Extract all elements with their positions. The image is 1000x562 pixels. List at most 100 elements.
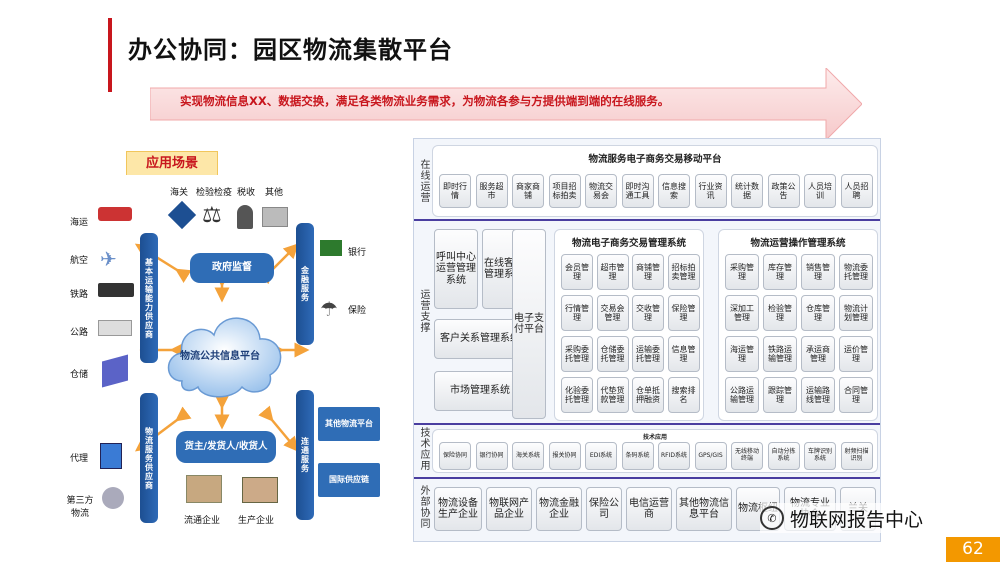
- ops-item: 公路运输管理: [725, 377, 759, 413]
- mobile-item: 商家商铺: [512, 174, 544, 208]
- external-partner: 电信运营商: [626, 487, 672, 531]
- commerce-building-icon: [186, 475, 222, 503]
- left-item-sea: 海运: [70, 218, 89, 228]
- left-item-air: 航空: [70, 256, 89, 266]
- mobile-item: 服务超市: [475, 174, 508, 208]
- ops-item: 检验管理: [763, 295, 797, 331]
- mobile-item: 即时行情: [439, 174, 471, 208]
- band-online: [414, 139, 880, 221]
- cargo-owner-box: 货主/发货人/收货人: [176, 431, 276, 463]
- mobile-item: 物流交易会: [585, 174, 617, 208]
- right-item-bank: 银行: [348, 248, 367, 258]
- ecom-item: 会员管理: [561, 254, 593, 290]
- label-ext: 外部协同: [418, 485, 429, 529]
- mobile-item: 人员培训: [804, 174, 836, 208]
- mobile-item: 行业资讯: [694, 174, 727, 208]
- mobile-item: 项目招标拍卖: [548, 174, 581, 208]
- tech-item: EDI系统: [585, 442, 617, 470]
- mobile-item: 即时沟通工具: [621, 174, 654, 208]
- gov-supervision-box: 政府监督: [190, 253, 274, 283]
- ops-item: 运输路线管理: [801, 377, 835, 413]
- finance-service-bar: 金融服务: [296, 223, 314, 345]
- left-item-rail: 铁路: [70, 290, 89, 300]
- label-tech: 技术应用: [418, 427, 429, 471]
- truck-icon: [98, 320, 132, 336]
- top-item-customs: 海关: [170, 188, 189, 198]
- tech-item: 条码系统: [621, 442, 654, 470]
- ecom-item: 采购委托管理: [561, 336, 593, 372]
- umbrella-icon: ☂: [320, 297, 338, 321]
- tech-item: 自动分拣系统: [767, 442, 800, 470]
- ops-item: 物流计划管理: [839, 295, 873, 331]
- ops-item: 海运管理: [725, 336, 759, 372]
- tech-item: RFID系统: [658, 442, 690, 470]
- tech-item: GPS/GIS: [694, 442, 727, 470]
- ecom-item: 超市管理: [596, 254, 629, 290]
- service-supplier-bar: 物流服务供应商: [140, 393, 158, 523]
- circulation-enterprise-label: 流通企业: [184, 516, 221, 526]
- ecom-item: 搜索排名: [667, 377, 700, 413]
- tax-officer-icon: [237, 205, 253, 229]
- ecom-item: 商铺管理: [632, 254, 664, 290]
- ops-item: 铁路运输管理: [763, 336, 797, 372]
- left-item-warehouse: 仓储: [70, 370, 89, 380]
- external-partner: 物流设备生产企业: [434, 487, 482, 531]
- mobile-platform-title: 物流服务电子商务交易移动平台: [588, 154, 722, 165]
- callcenter-system: 呼叫中心运营管理系统: [434, 229, 478, 309]
- band-tech: [414, 425, 880, 479]
- banner-arrow: [150, 68, 862, 140]
- money-icon: [320, 240, 342, 256]
- link-service-bar: 连通服务: [296, 390, 314, 520]
- infra-supplier-bar: 基本运输能力供应商: [140, 233, 158, 363]
- watermark: ✆ 物联网报告中心: [760, 503, 970, 533]
- cloud-label: 物流公共信息平台: [180, 351, 260, 362]
- ecom-group: 物流电子商务交易管理系统 会员管理超市管理商铺管理招标拍卖管理行情管理交易会管理…: [554, 229, 704, 421]
- tech-item: 射频扫描识别: [840, 442, 873, 470]
- factory-icon: [242, 477, 278, 503]
- crm-system: 客户关系管理系统: [434, 319, 526, 359]
- wechat-icon: ✆: [760, 506, 784, 530]
- mobile-platform-group: 物流服务电子商务交易移动平台 即时行情服务超市商家商铺项目招标拍卖物流交易会即时…: [432, 145, 878, 217]
- production-enterprise-label: 生产企业: [238, 516, 275, 526]
- ecom-item: 代垫货款管理: [596, 377, 629, 413]
- ops-item: 运价管理: [839, 336, 873, 372]
- page-number: 62: [946, 537, 1000, 562]
- page-title: 办公协同：园区物流集散平台: [128, 36, 453, 64]
- external-partner: 保险公司: [586, 487, 622, 531]
- left-item-road: 公路: [70, 328, 89, 338]
- airplane-icon: ✈: [100, 247, 117, 271]
- mobile-item: 统计数据: [731, 174, 763, 208]
- external-partner: 其他物流信息平台: [676, 487, 732, 531]
- title-accent-bar: [108, 18, 112, 92]
- banner-text: 实现物流信息XX、数据交换，满足各类物流业务需求，为物流各参与方提供端到端的在线…: [180, 94, 670, 108]
- ecom-item: 化验委托管理: [561, 377, 593, 413]
- train-icon: [98, 283, 134, 297]
- ops-item: 合同管理: [839, 377, 873, 413]
- tech-item: 无线移动终端: [731, 442, 763, 470]
- ecom-title: 物流电子商务交易管理系统: [571, 238, 686, 249]
- application-scene-diagram: 海关 检验检疫 税收 其他 ⚖ 海运 航空 铁路 公路 仓储 代理 第三方物流 …: [62, 175, 390, 538]
- right-item-insurance: 保险: [348, 306, 367, 316]
- intl-chain-box: 国际供应链: [318, 463, 380, 497]
- ecom-item: 信息管理: [667, 336, 700, 372]
- scene-label: 应用场景: [126, 151, 218, 177]
- market-system: 市场管理系统: [434, 371, 526, 411]
- ecom-item: 保险管理: [667, 295, 700, 331]
- label-ops: 运营支撑: [418, 289, 429, 333]
- building-icon: [262, 207, 288, 227]
- platform-architecture-diagram: 在线运营 运营支撑 技术应用 外部协同 物流服务电子商务交易移动平台 即时行情服…: [413, 138, 881, 542]
- ops-title: 物流运营操作管理系统: [750, 238, 846, 249]
- external-partner: 物流金融企业: [536, 487, 582, 531]
- epay-platform: 电子支付平台: [512, 229, 546, 419]
- top-item-tax: 税收: [237, 188, 256, 198]
- tech-item: 报关协同: [548, 442, 581, 470]
- tech-item: 海关系统: [512, 442, 544, 470]
- tech-item: 保险协同: [439, 442, 471, 470]
- external-partner: 物联网产品企业: [486, 487, 532, 531]
- ecom-item: 招标拍卖管理: [667, 254, 700, 290]
- ops-item: 采购管理: [725, 254, 759, 290]
- mobile-item: 人员招聘: [840, 174, 873, 208]
- band-ops: [414, 221, 880, 425]
- left-item-3pl: 第三方物流: [66, 496, 94, 519]
